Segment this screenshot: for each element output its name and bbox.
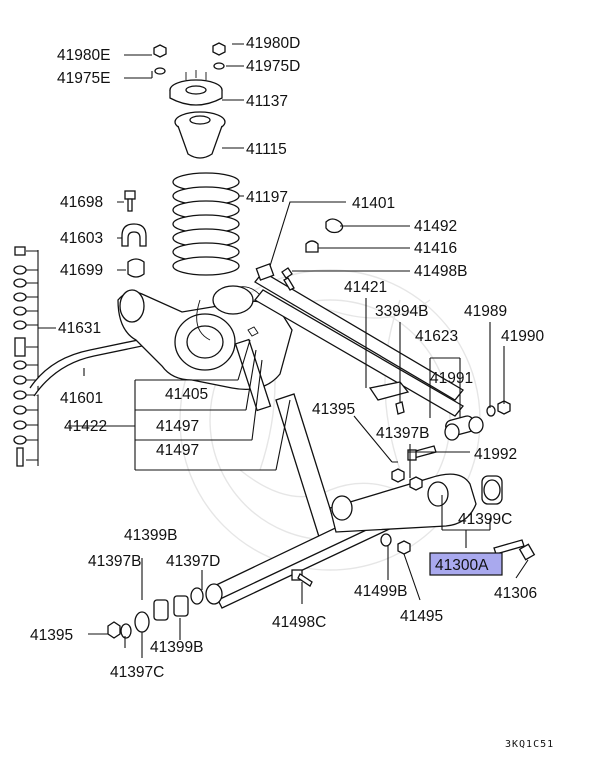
clamp-41416[interactable] — [305, 240, 319, 253]
label-41601[interactable]: 41601 — [60, 390, 103, 407]
label-41300A[interactable]: 41300A — [435, 557, 489, 574]
bolt-41498C[interactable] — [291, 569, 313, 587]
label-41397D[interactable]: 41397D — [166, 553, 220, 570]
label-41397B-lower[interactable]: 41397B — [88, 553, 141, 570]
label-41499B[interactable]: 41499B — [354, 583, 407, 600]
spring-seat-41137[interactable] — [169, 70, 223, 106]
bolt-41306[interactable] — [493, 539, 536, 561]
bolt-41498B[interactable] — [281, 267, 295, 291]
shock-absorber-41405[interactable] — [234, 326, 339, 541]
washer-41989[interactable] — [486, 405, 496, 417]
nut-41980D[interactable] — [212, 42, 226, 56]
label-41397B-upper[interactable]: 41397B — [376, 425, 429, 442]
washer-41499B[interactable] — [380, 533, 392, 547]
label-41405[interactable]: 41405 — [165, 386, 208, 403]
label-41992[interactable]: 41992 — [474, 446, 517, 463]
label-41991[interactable]: 41991 — [430, 370, 473, 387]
label-41975E[interactable]: 41975E — [57, 70, 110, 87]
bracket-33994B[interactable] — [368, 381, 410, 415]
nut-41397B-lower[interactable] — [409, 476, 423, 491]
label-41197[interactable]: 41197 — [246, 189, 288, 206]
label-41306[interactable]: 41306 — [494, 585, 537, 602]
label-41699[interactable]: 41699 — [60, 262, 103, 279]
label-33994B[interactable]: 33994B — [375, 303, 428, 320]
highlighted-part-41300A[interactable]: 41300A — [429, 552, 503, 576]
label-41623[interactable]: 41623 — [415, 328, 458, 345]
label-41401[interactable]: 41401 — [352, 195, 395, 212]
label-41422[interactable]: 41422 — [64, 418, 107, 435]
label-41495[interactable]: 41495 — [400, 608, 443, 625]
bolt-41698[interactable] — [124, 190, 136, 212]
lateral-rod-bushings-41623[interactable] — [444, 415, 484, 441]
label-41399B-lower[interactable]: 41399B — [150, 639, 203, 656]
clip-41492[interactable] — [325, 218, 344, 234]
bracket-41603[interactable] — [121, 223, 147, 247]
label-41115[interactable]: 41115 — [246, 141, 287, 158]
nut-41495[interactable] — [397, 540, 411, 555]
label-41492[interactable]: 41492 — [414, 218, 457, 235]
leader-lines — [68, 43, 529, 658]
label-41137[interactable]: 41137 — [246, 93, 288, 110]
label-41421[interactable]: 41421 — [344, 279, 387, 296]
diagram-code: 3KQ1C51 — [505, 739, 554, 750]
bushing-41699[interactable] — [127, 258, 145, 278]
label-41497-a[interactable]: 41497 — [156, 418, 199, 435]
label-41498C[interactable]: 41498C — [272, 614, 326, 631]
bushing-41399C[interactable] — [481, 475, 503, 505]
label-41399C[interactable]: 41399C — [458, 511, 512, 528]
bolt-41992[interactable] — [407, 445, 437, 461]
washer-41975D[interactable] — [213, 62, 225, 70]
bracket-41401[interactable] — [255, 263, 275, 281]
part-labels: 41980E 41975E 41980D 41975D 41137 41115 … — [30, 35, 544, 681]
label-41989[interactable]: 41989 — [464, 303, 507, 320]
coil-spring-41197[interactable] — [172, 172, 240, 276]
link-hardware-41631[interactable] — [13, 246, 27, 467]
label-41631[interactable]: 41631 — [58, 320, 101, 337]
label-41397C[interactable]: 41397C — [110, 664, 164, 681]
label-41395-upper[interactable]: 41395 — [312, 401, 355, 418]
label-41416[interactable]: 41416 — [414, 240, 457, 257]
label-41975D[interactable]: 41975D — [246, 58, 300, 75]
bushing-set-front[interactable] — [107, 587, 204, 639]
label-41698[interactable]: 41698 — [60, 194, 103, 211]
label-41980E[interactable]: 41980E — [57, 47, 110, 64]
nut-41397B-upper[interactable] — [391, 468, 405, 483]
label-41603[interactable]: 41603 — [60, 230, 103, 247]
label-41990[interactable]: 41990 — [501, 328, 544, 345]
label-41399B-upper[interactable]: 41399B — [124, 527, 177, 544]
washer-41975E[interactable] — [154, 67, 166, 75]
label-41395-lower[interactable]: 41395 — [30, 627, 73, 644]
label-41497-b[interactable]: 41497 — [156, 442, 199, 459]
lower-arm-41300A[interactable] — [205, 473, 477, 609]
nut-41980E[interactable] — [153, 44, 167, 58]
bump-stop-41115[interactable] — [174, 111, 226, 159]
label-41498B[interactable]: 41498B — [414, 263, 467, 280]
label-41980D[interactable]: 41980D — [246, 35, 300, 52]
